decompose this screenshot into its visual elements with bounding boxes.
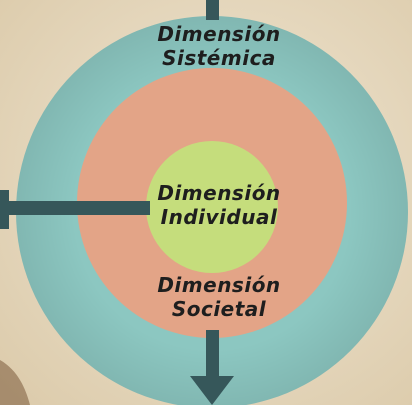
left-arrow-icon — [0, 190, 9, 229]
bottom-connector-bar — [206, 330, 219, 378]
label-systemic-line1: Dimensión — [157, 22, 281, 46]
ring-individual — [146, 141, 278, 273]
label-societal-dimension: Dimensión Societal — [124, 273, 314, 321]
label-individual-dimension: Dimensión Individual — [124, 181, 314, 229]
label-systemic-dimension: Dimensión Sistémica — [124, 22, 314, 70]
label-societal-line2: Societal — [171, 297, 267, 321]
decorative-corner-ornament — [0, 360, 30, 405]
label-individual-line2: Individual — [160, 205, 278, 229]
label-individual-line1: Dimensión — [157, 181, 281, 205]
top-connector-bar — [206, 0, 219, 20]
label-societal-line1: Dimensión — [157, 273, 281, 297]
down-arrow-icon — [190, 376, 234, 405]
left-connector-bar — [0, 201, 150, 215]
label-systemic-line2: Sistémica — [162, 46, 276, 70]
